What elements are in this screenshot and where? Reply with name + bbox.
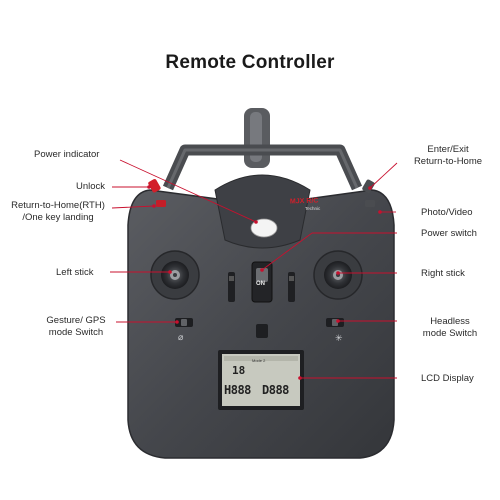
headless-switch[interactable]	[326, 318, 344, 327]
label-headless-line1: Headless	[430, 316, 470, 327]
label-left-stick: Left stick	[56, 267, 94, 278]
label-power-switch: Power switch	[421, 228, 477, 239]
handle-frame	[162, 144, 363, 191]
label-rth-line1: Return-to-Home(RTH)	[11, 200, 105, 211]
antenna	[244, 108, 270, 168]
trim-buttons[interactable]	[228, 272, 295, 302]
label-rth: Return-to-Home(RTH) /One key landing	[6, 200, 110, 223]
page-title: Remote Controller	[165, 52, 335, 73]
label-gesture-line1: Gesture/ GPS	[46, 315, 106, 326]
label-enter-exit-rth: Enter/Exit Return-to-Home	[398, 144, 498, 167]
label-gesture-gps: Gesture/ GPS mode Switch	[38, 315, 114, 338]
lcd-top-value: 18	[232, 364, 246, 377]
headless-icon: ✳	[335, 334, 343, 344]
left-stick[interactable]	[150, 250, 200, 300]
label-photo-video: Photo/Video	[421, 207, 473, 218]
lcd-display	[218, 350, 304, 410]
photo-video-button[interactable]	[365, 200, 375, 207]
label-enter-line2: Return-to-Home	[413, 155, 483, 167]
center-small-button[interactable]	[256, 324, 268, 338]
label-enter-line1: Enter/Exit	[427, 144, 469, 155]
lcd-mode-label: Mode 2	[252, 358, 266, 363]
enter-exit-rth-button[interactable]	[362, 179, 376, 194]
rth-button[interactable]	[156, 200, 166, 207]
label-gesture-line2: mode Switch	[48, 326, 104, 338]
unlock-button[interactable]	[148, 178, 162, 193]
label-lcd-display: LCD Display	[421, 373, 474, 384]
right-stick[interactable]	[313, 250, 363, 300]
gesture-icon: ⌀	[178, 333, 184, 343]
center-panel	[214, 174, 311, 249]
label-rth-line2: /One key landing	[22, 211, 94, 223]
label-power-indicator: Power indicator	[34, 149, 100, 160]
leader-dots	[147, 185, 382, 380]
label-headless-line2: mode Switch	[422, 327, 478, 339]
leader-lines	[110, 159, 398, 379]
label-unlock: Unlock	[76, 181, 106, 192]
lcd-row1: H888	[224, 383, 251, 397]
label-right-stick: Right stick	[421, 268, 465, 279]
power-switch-on-mark: ON	[256, 281, 265, 287]
brand-logo: MJX R/C	[289, 197, 319, 206]
label-headless: Headless mode Switch	[410, 316, 490, 339]
brand-sub: Technic	[305, 206, 321, 211]
lcd-row2: D888	[262, 383, 289, 397]
power-indicator-light	[250, 218, 278, 238]
power-switch[interactable]	[251, 261, 273, 303]
gesture-gps-switch[interactable]	[175, 318, 193, 327]
